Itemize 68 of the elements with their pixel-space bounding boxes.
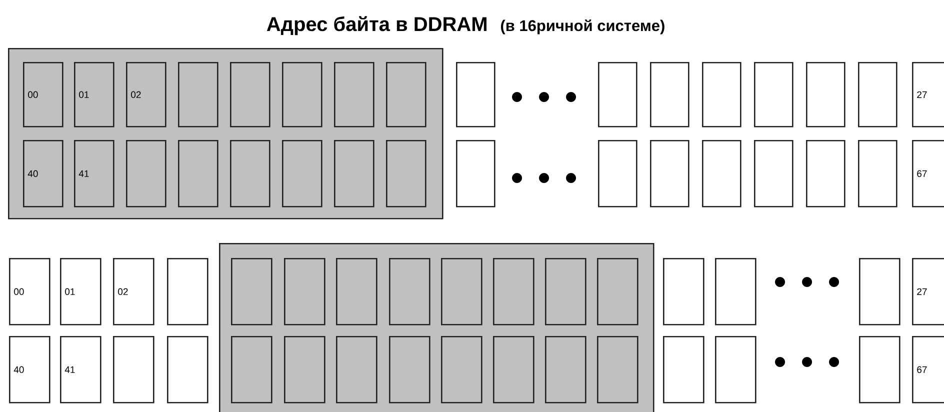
memory-cell xyxy=(113,336,154,404)
memory-cell xyxy=(389,258,430,326)
memory-cell xyxy=(663,336,704,404)
memory-cell xyxy=(715,336,756,404)
memory-cell xyxy=(702,62,742,128)
memory-cell xyxy=(493,336,534,404)
memory-cell xyxy=(597,258,638,326)
memory-cell: 27 xyxy=(912,258,944,326)
memory-cell xyxy=(334,62,374,128)
memory-cell xyxy=(282,62,322,128)
memory-cell xyxy=(859,336,900,404)
memory-cell xyxy=(806,62,846,128)
memory-cell: 41 xyxy=(60,336,102,404)
memory-cell xyxy=(715,258,756,326)
memory-cell xyxy=(284,336,326,404)
memory-cell xyxy=(282,140,322,208)
memory-cell xyxy=(456,62,496,128)
memory-cell xyxy=(858,62,898,128)
memory-cell xyxy=(598,140,638,208)
memory-cell xyxy=(389,336,430,404)
memory-cell xyxy=(441,336,482,404)
memory-cell xyxy=(493,258,534,326)
memory-cell: 67 xyxy=(912,140,944,208)
memory-cell xyxy=(441,258,482,326)
memory-cell xyxy=(754,62,794,128)
memory-cell xyxy=(859,258,900,326)
memory-cell xyxy=(167,258,208,326)
memory-cell: 67 xyxy=(912,336,944,404)
display-window-panel xyxy=(219,243,654,412)
memory-cell xyxy=(456,140,496,208)
memory-cell xyxy=(650,140,690,208)
memory-cell: 02 xyxy=(113,258,154,326)
memory-cell xyxy=(806,140,846,208)
memory-cell xyxy=(597,336,638,404)
memory-cell: 27 xyxy=(912,62,944,128)
memory-cell xyxy=(336,336,378,404)
display-window-panel xyxy=(8,48,444,220)
memory-cell: 00 xyxy=(23,62,64,128)
subtitle: (в 16ричной системе) xyxy=(500,19,664,34)
memory-cell xyxy=(126,140,166,208)
memory-cell xyxy=(284,258,326,326)
memory-cell xyxy=(386,140,426,208)
memory-cell xyxy=(702,140,742,208)
memory-cell xyxy=(167,336,208,404)
memory-cell: 00 xyxy=(9,258,50,326)
memory-cell xyxy=(231,258,272,326)
memory-cell: 01 xyxy=(74,62,114,128)
memory-cell xyxy=(230,62,270,128)
memory-cell xyxy=(598,62,638,128)
memory-cell xyxy=(754,140,794,208)
memory-cell xyxy=(545,258,586,326)
memory-cell xyxy=(178,62,218,128)
memory-cell: 41 xyxy=(74,140,114,208)
memory-cell xyxy=(336,258,378,326)
memory-cell: 02 xyxy=(126,62,166,128)
memory-cell xyxy=(230,140,270,208)
memory-cell xyxy=(858,140,898,208)
memory-cell xyxy=(545,336,586,404)
memory-cell: 01 xyxy=(60,258,102,326)
memory-cell xyxy=(334,140,374,208)
memory-cell xyxy=(663,258,704,326)
memory-cell xyxy=(650,62,690,128)
memory-cell: 40 xyxy=(23,140,64,208)
memory-cell xyxy=(231,336,272,404)
memory-cell: 40 xyxy=(9,336,50,404)
title: Адрес байта в DDRAM xyxy=(266,16,486,36)
memory-cell xyxy=(386,62,426,128)
memory-cell xyxy=(178,140,218,208)
